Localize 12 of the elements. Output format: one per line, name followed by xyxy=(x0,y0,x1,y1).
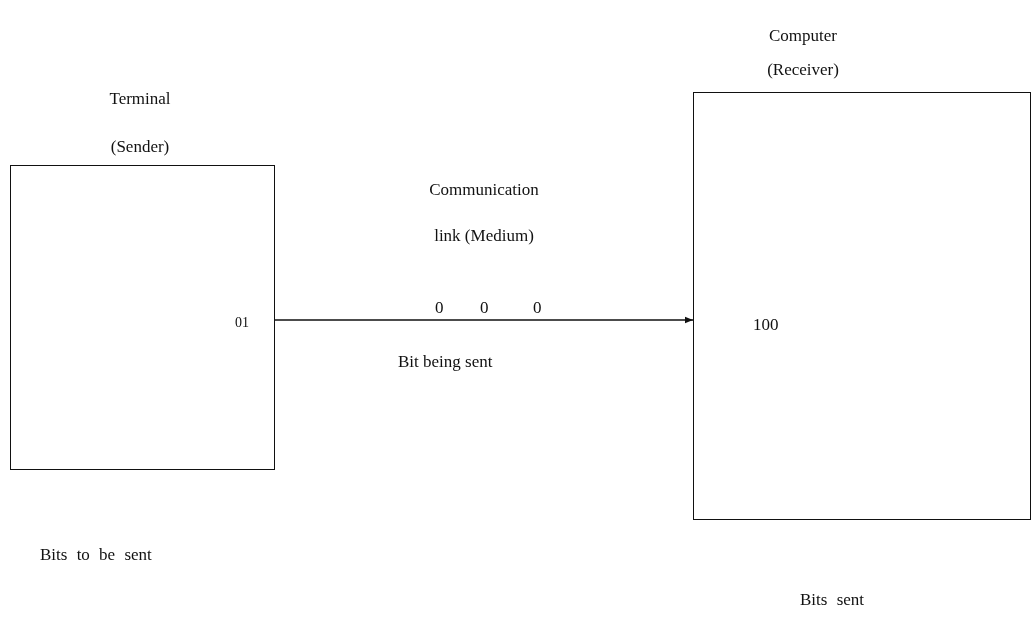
bit-digit: 0 xyxy=(533,298,542,318)
device-heading: Computer (Receiver) xyxy=(766,25,840,81)
bit-digit: 0 xyxy=(435,298,444,318)
edge-note: Bit being sent xyxy=(398,352,493,372)
arrow xyxy=(274,316,694,324)
edge-label: Communication link (Medium) xyxy=(429,179,539,247)
bit-digit: 0 xyxy=(480,298,489,318)
device-caption: Bits sent xyxy=(800,590,865,610)
bit-value: 100 xyxy=(753,315,779,335)
device-caption: Bits to be sent xyxy=(40,545,152,565)
device-heading: Terminal (Sender) xyxy=(108,88,172,158)
bit-value: 01 xyxy=(235,315,249,331)
